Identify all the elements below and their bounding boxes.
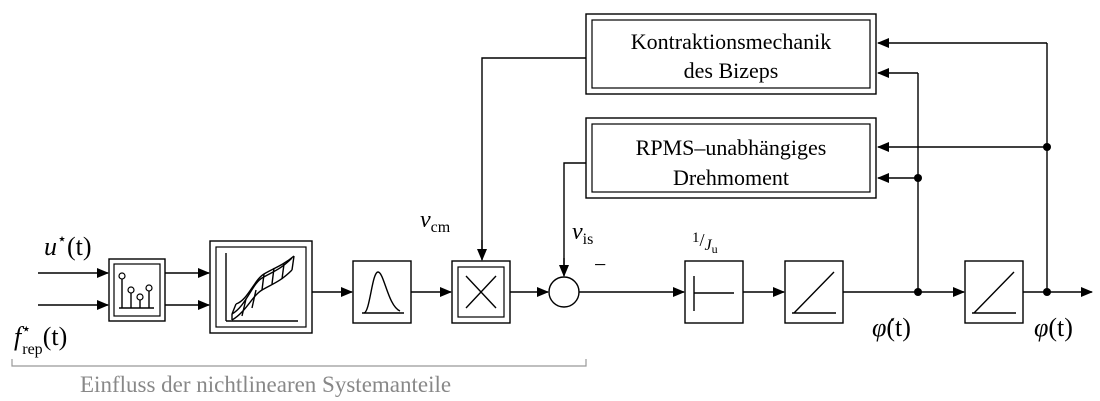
inertia-gain-block xyxy=(684,260,744,324)
contraction-label-line2: des Bizeps xyxy=(684,58,779,83)
surface-map-block xyxy=(209,240,313,334)
summing-junction xyxy=(548,276,580,308)
rpms-torque-block xyxy=(585,117,877,199)
vcm-signal-line xyxy=(481,57,586,259)
vcm-signal-label: vcm xyxy=(420,207,451,236)
contraction-label-line1: Kontraktionsmechanik xyxy=(631,29,831,54)
integrator-block-2 xyxy=(964,260,1024,324)
impulse-response-block xyxy=(352,260,412,324)
integrator-block-1 xyxy=(784,260,844,324)
multiplier-block xyxy=(451,260,511,324)
rpms-label-line1: RPMS–unabhängiges xyxy=(636,135,827,160)
vis-signal-line xyxy=(563,162,586,266)
nonlinear-bracket xyxy=(11,359,587,367)
phidot-signal-label: φ̇(t) xyxy=(872,313,911,342)
phi-signal-label: φ(t) xyxy=(1034,313,1073,342)
contraction-mechanics-block xyxy=(585,13,877,95)
rpms-label-line2: Drehmoment xyxy=(673,165,789,190)
nonlinear-caption: Einfluss der nichtlinearen Systemanteile xyxy=(80,372,451,397)
minus-sign: − xyxy=(594,252,606,277)
f-rep-signal-label: f⋆rep(t) xyxy=(14,321,67,358)
u-signal-label: u⋆(t) xyxy=(44,231,92,261)
vis-signal-label: vis xyxy=(572,219,593,248)
sampler-block xyxy=(108,258,166,322)
inertia-gain-label: 1/Ju xyxy=(692,230,718,256)
